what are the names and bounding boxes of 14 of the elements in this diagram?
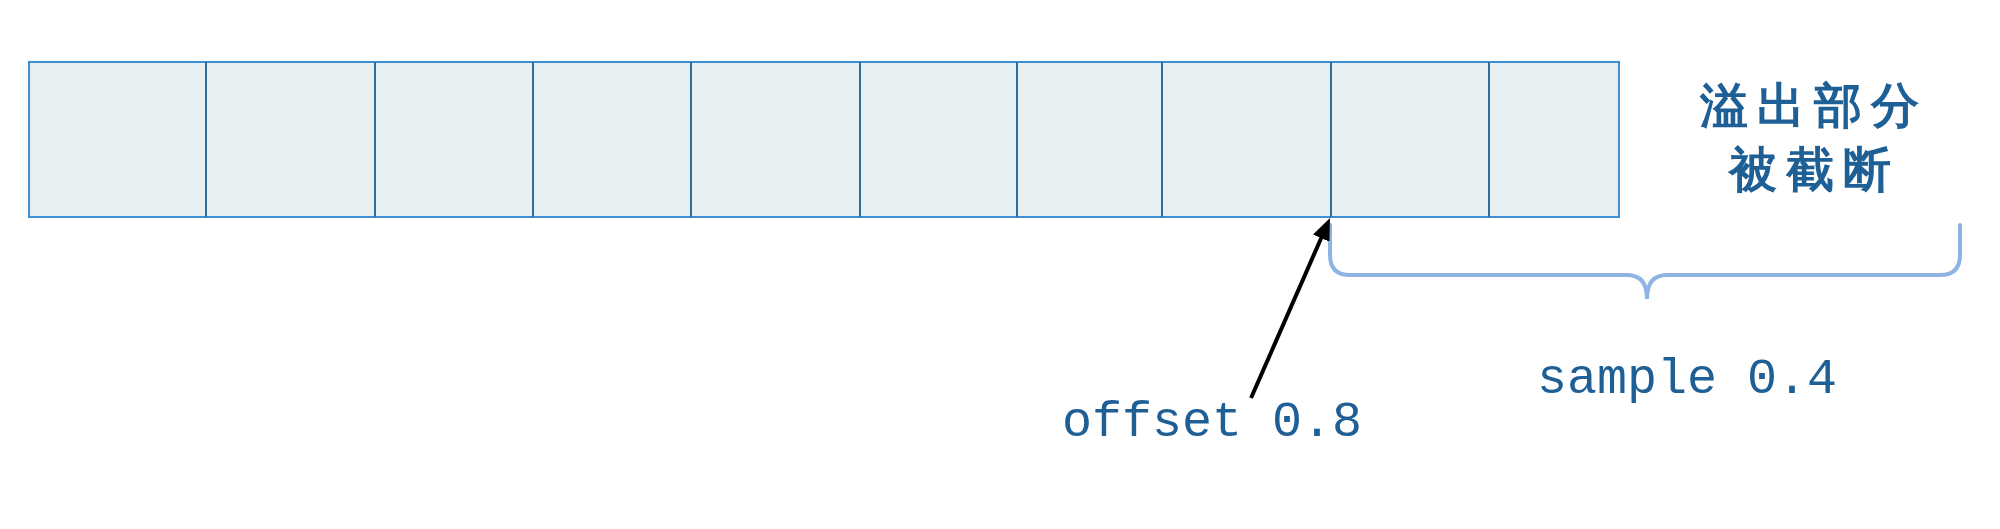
arrow (1249, 218, 1330, 399)
array-cell (1488, 61, 1620, 218)
array-cell (859, 61, 1018, 218)
array-cell (1161, 61, 1332, 218)
note-text: 溢出部分被截断 (1698, 76, 1929, 199)
array-cell (374, 61, 534, 218)
array-cell (690, 61, 861, 218)
array-cell (1330, 61, 1490, 218)
array-cell (205, 61, 376, 218)
array-cell (1016, 61, 1163, 218)
sample-label: sample 0.4 (1537, 355, 1838, 405)
offset-label: offset 0.8 (1062, 398, 1363, 448)
array-cell (532, 61, 692, 218)
array-cell (28, 61, 207, 218)
